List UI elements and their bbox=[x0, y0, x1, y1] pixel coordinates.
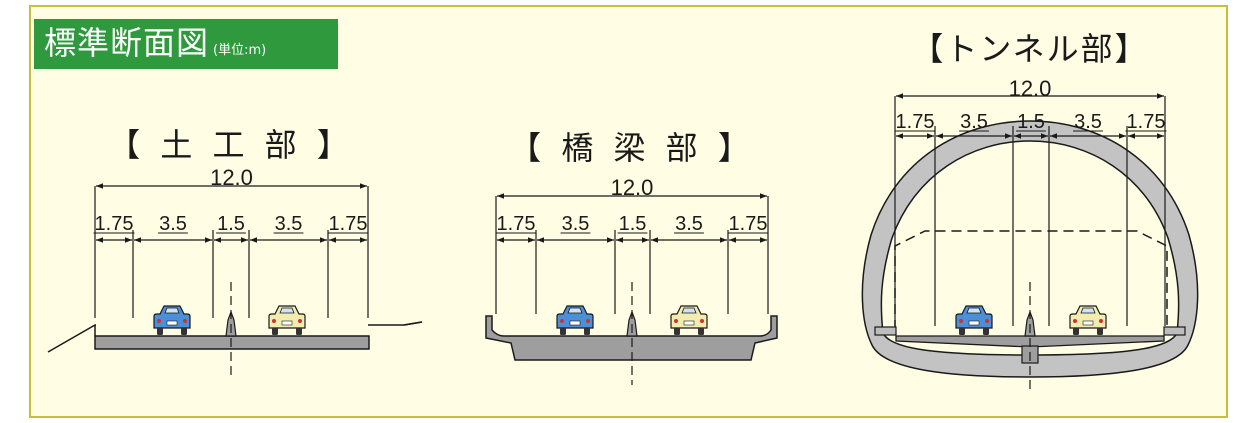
earthwork-pavement bbox=[94, 335, 370, 350]
lane-width-label-earthwork: 1.75 bbox=[329, 213, 368, 235]
total-width-label-earthwork: 12.0 bbox=[210, 165, 253, 190]
lane-width-label-earthwork: 1.5 bbox=[217, 213, 245, 235]
section-label-bridge: 【 橋 梁 部 】 bbox=[509, 129, 755, 167]
bridge-section bbox=[485, 282, 778, 385]
lane-width-label-tunnel: 1.75 bbox=[1127, 111, 1166, 133]
tunnel-section bbox=[861, 120, 1199, 393]
car-blue-bridge bbox=[556, 305, 594, 335]
dimension-lines: 12.0 1.75 3.5 1.5 3.5 1.75 12.0 1.75 3.5 1.5 3.5 1.… bbox=[93, 76, 1167, 326]
car-blue-earthwork bbox=[153, 305, 191, 335]
car-blue-tunnel bbox=[955, 305, 993, 335]
lane-width-label-tunnel: 1.75 bbox=[896, 111, 935, 133]
total-width-label-tunnel: 12.0 bbox=[1009, 76, 1052, 101]
title-text: 標準断面図 bbox=[44, 24, 210, 62]
earthwork-left-slope bbox=[47, 324, 96, 353]
lane-width-label-earthwork: 3.5 bbox=[159, 213, 187, 235]
total-width-label-bridge: 12.0 bbox=[611, 175, 654, 200]
unit-label: (単位:m) bbox=[213, 43, 267, 58]
section-label-tunnel: 【トンネル部】 bbox=[911, 30, 1149, 68]
lane-width-label-earthwork: 1.75 bbox=[95, 213, 134, 235]
lane-width-label-tunnel: 3.5 bbox=[1074, 111, 1102, 133]
lane-width-label-bridge: 3.5 bbox=[675, 213, 703, 235]
lane-width-label-tunnel: 3.5 bbox=[960, 111, 988, 133]
lane-width-label-earthwork: 3.5 bbox=[275, 213, 303, 235]
lane-width-label-bridge: 3.5 bbox=[562, 213, 590, 235]
section-label-earthwork: 【 土 工 部 】 bbox=[108, 126, 354, 164]
title-box: 標準断面図(単位:m) bbox=[34, 19, 338, 69]
earthwork-section bbox=[47, 282, 423, 380]
tunnel-right-walkway bbox=[1163, 326, 1186, 336]
lane-width-label-bridge: 1.5 bbox=[619, 213, 647, 235]
tunnel-left-walkway bbox=[874, 326, 897, 336]
lane-width-label-tunnel: 1.5 bbox=[1017, 111, 1045, 133]
car-yellow-bridge bbox=[670, 305, 708, 335]
car-yellow-earthwork bbox=[268, 305, 306, 335]
vehicles bbox=[153, 305, 1107, 335]
lane-width-label-bridge: 1.75 bbox=[497, 213, 536, 235]
lane-width-label-bridge: 1.75 bbox=[729, 213, 768, 235]
car-yellow-tunnel bbox=[1069, 305, 1107, 335]
page-title: 標準断面図(単位:m) bbox=[44, 22, 266, 72]
